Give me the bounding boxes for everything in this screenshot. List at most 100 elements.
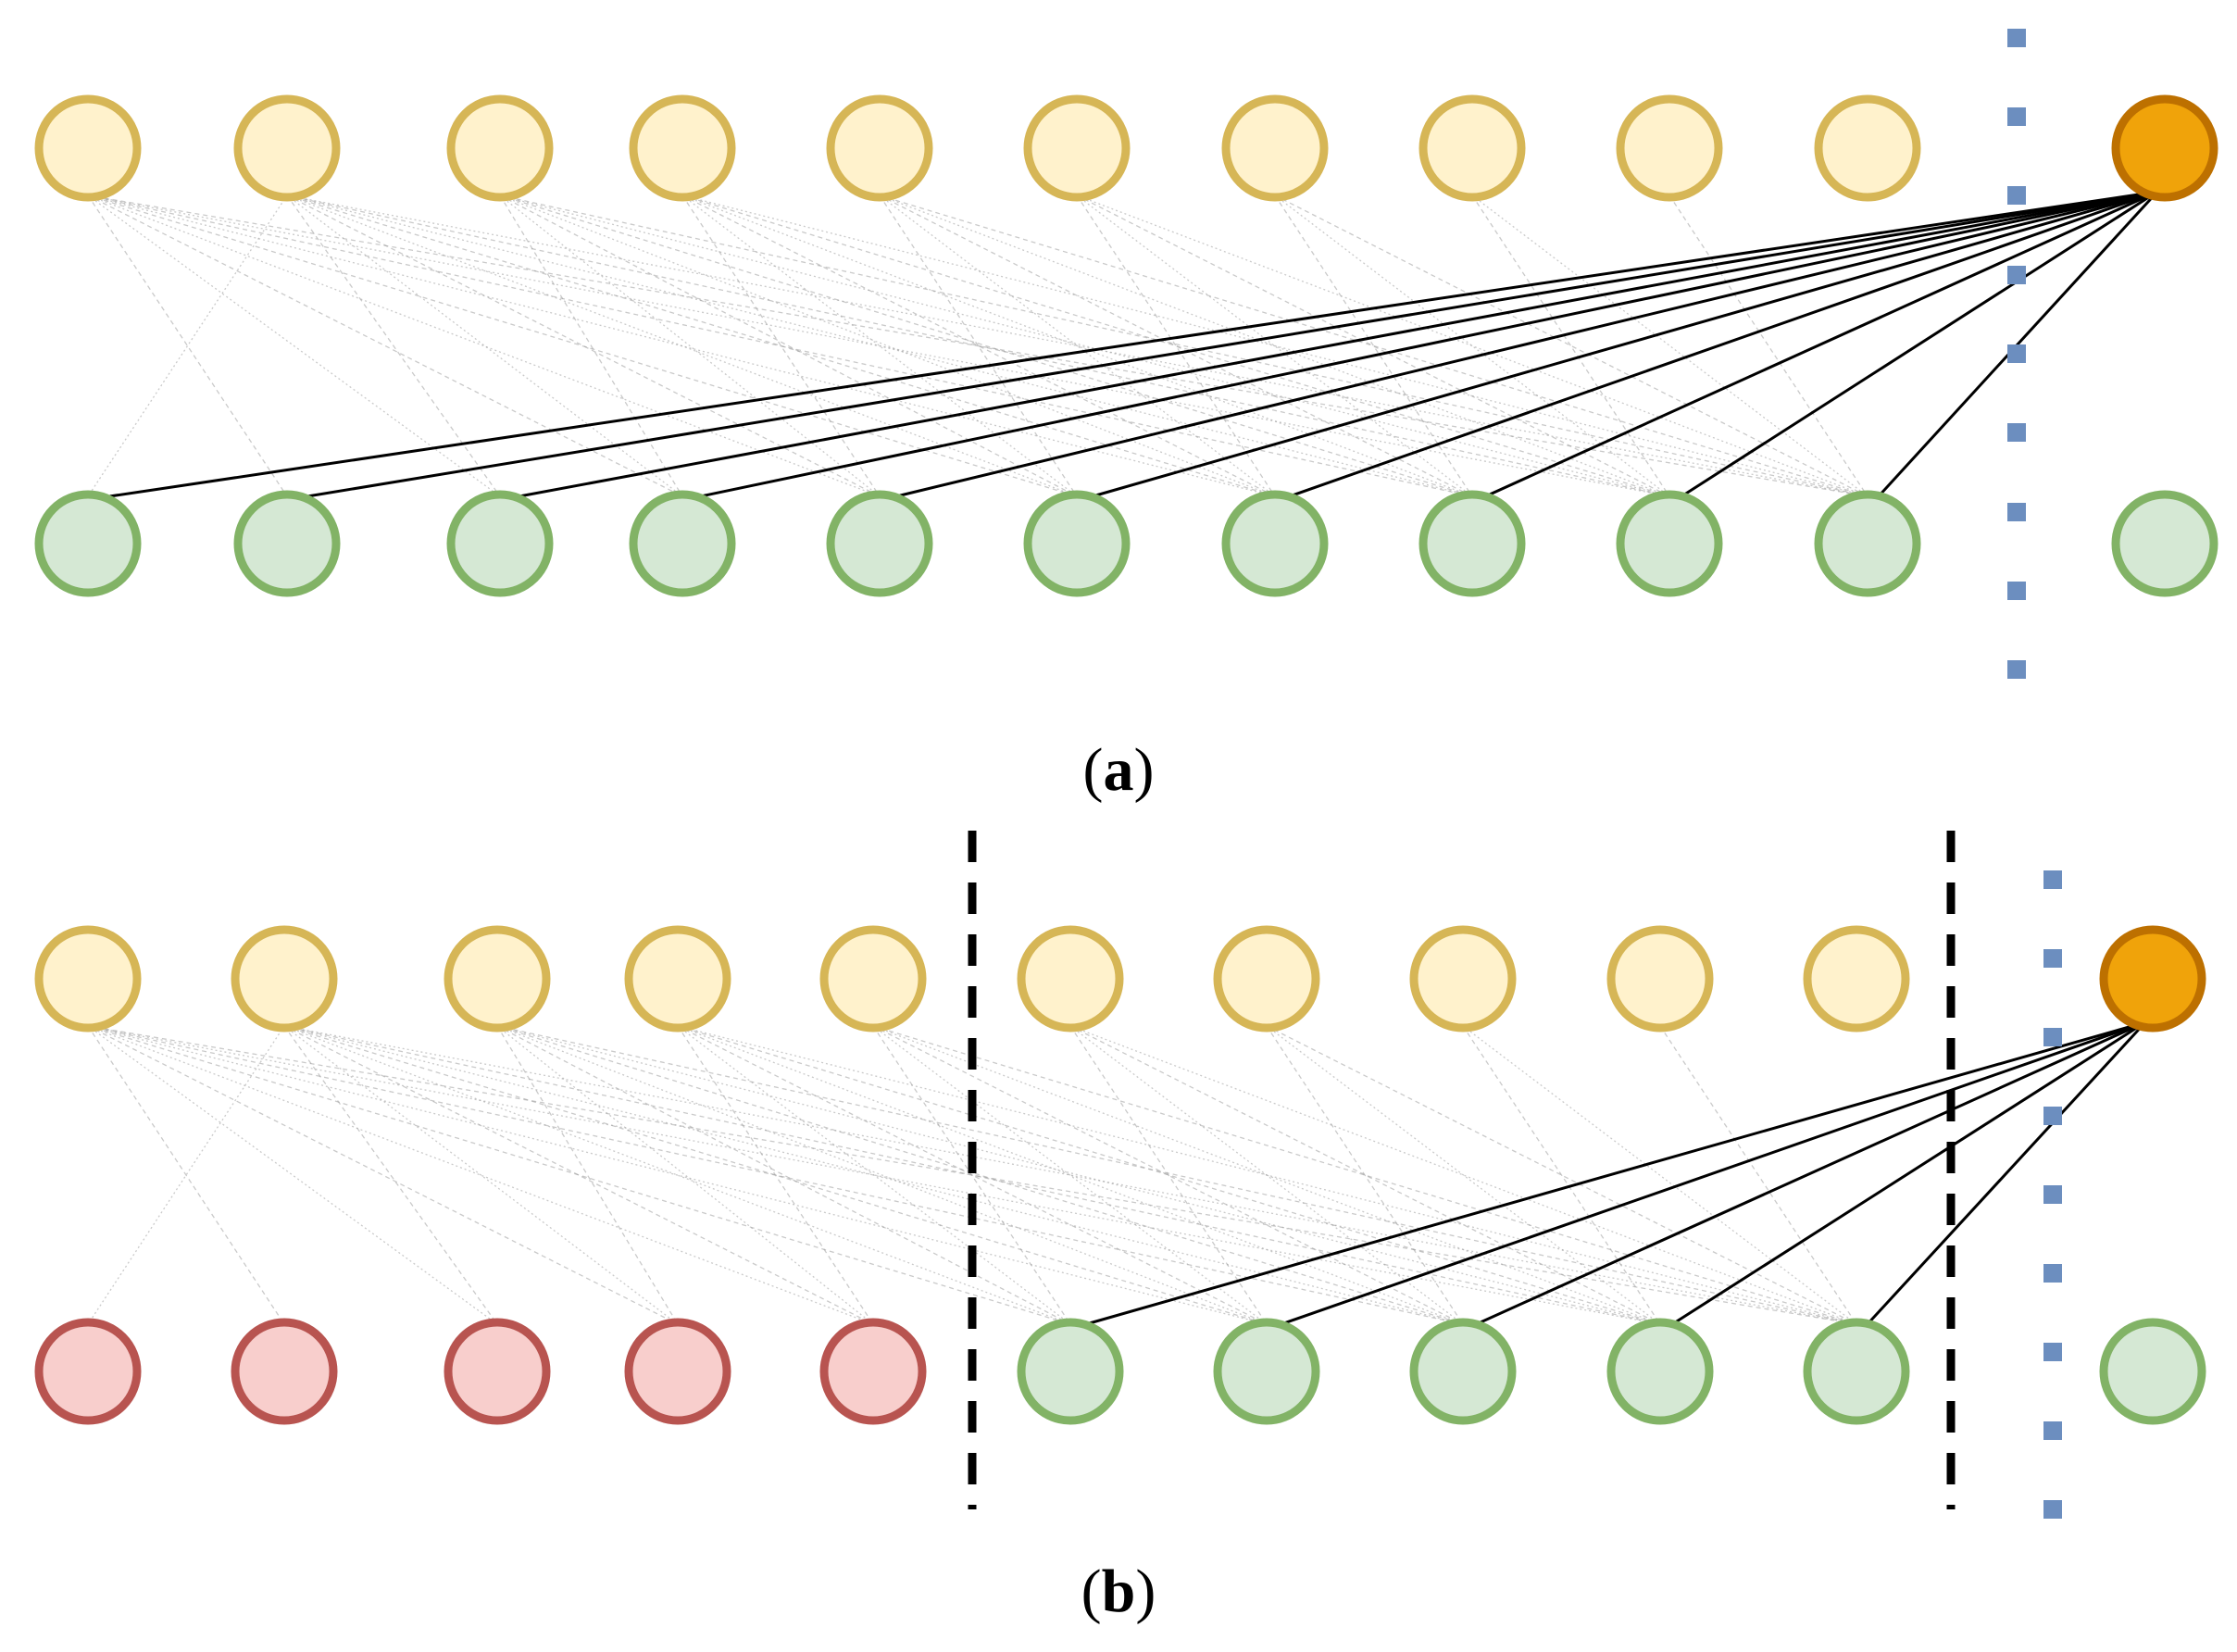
top-node [1814,94,1921,202]
bottom-node [1023,490,1131,597]
panel-a-faint-edges [87,194,1868,497]
bottom-node [1418,490,1526,597]
blue-dot [2007,582,2026,600]
blue-dot [2043,870,2062,889]
panel-b-caption: (b) [1081,1558,1156,1625]
blue-dot [2007,266,2026,284]
strong-edge [508,190,2158,500]
strong-edge [1481,190,2158,500]
faint-edge [677,1025,1661,1325]
panel-a-nodes [34,94,2218,597]
faint-edge [1462,1025,1661,1325]
top-node [1803,925,1910,1032]
faint-edge [1471,194,1670,497]
bottom-node [34,490,142,597]
faint-edge [1069,1025,1661,1325]
strong-edge [888,190,2158,500]
top-node [1017,925,1124,1032]
faint-edge [87,194,501,497]
masked-bottom-node [819,1318,927,1425]
faint-edge [1668,194,1868,497]
faint-edge [496,1025,1464,1325]
bottom-node [826,490,933,597]
faint-edge [1274,194,1868,497]
faint-edge [499,194,1078,497]
faint-edge [1659,1025,1857,1325]
panel-b-caption-letter: b [1102,1558,1136,1625]
bottom-node [629,490,736,597]
panel-b-faint-edges [87,1025,1857,1325]
faint-edge [499,194,1473,497]
faint-edge [681,194,1276,497]
bottom-node [1616,490,1723,597]
bottom-node [446,490,554,597]
blue-dot [2007,503,2026,521]
faint-edge [499,194,1670,497]
faint-edge [496,1025,874,1325]
faint-edge [872,1025,1857,1325]
blue-dot [2007,29,2026,47]
panel-b-separators [968,831,2062,1519]
bottom-node [2111,490,2218,597]
panel-b: (b) [34,831,2206,1625]
faint-edge [283,1025,498,1325]
masked-bottom-node [34,1318,142,1425]
faint-edge [496,1025,1268,1325]
faint-edge [283,1025,874,1325]
bottom-node [1221,490,1329,597]
faint-edge [286,194,683,497]
blue-dot [2043,1500,2062,1519]
faint-edge [87,1025,1268,1325]
faint-edge [879,194,1670,497]
masked-bottom-node [231,1318,338,1425]
faint-edge [87,194,1473,497]
blue-dot [2043,1264,2062,1283]
panel-a-caption-letter: a [1104,736,1134,804]
faint-edge [496,1025,1857,1325]
top-node [624,925,731,1032]
blue-dot [2007,660,2026,679]
faint-edge [1462,1025,1857,1325]
faint-edge [1076,194,1868,497]
faint-edge [87,194,1078,497]
top-node [34,925,142,1032]
faint-edge [499,194,1868,497]
faint-edge [283,1025,1268,1325]
faint-edge [677,1025,1268,1325]
bottom-node [1606,1318,1714,1425]
blue-dot [2043,1185,2062,1204]
top-node [826,94,933,202]
bottom-node [1017,1318,1124,1425]
top-node [629,94,736,202]
faint-edge [499,194,1276,497]
faint-edge [1069,1025,1268,1325]
masked-bottom-node [444,1318,551,1425]
faint-edge [1076,194,1670,497]
blue-dot [2007,186,2026,205]
faint-edge [283,1025,1857,1325]
faint-edge [87,194,1868,497]
faint-edge [872,1025,1661,1325]
blue-dot [2007,107,2026,126]
top-node [1418,94,1526,202]
faint-edge [87,1025,1661,1325]
faint-edge [286,194,501,497]
top-node [819,925,927,1032]
faint-edge [677,1025,1464,1325]
strong-edge [1668,1020,2146,1328]
top-node [1409,925,1517,1032]
faint-edge [87,1025,498,1325]
masked-bottom-node [624,1318,731,1425]
faint-edge [283,1025,1071,1325]
faint-edge [499,194,683,497]
blue-dot [2043,1107,2062,1125]
faint-edge [872,1025,1071,1325]
strong-edge [691,190,2158,500]
strong-edge [1275,1020,2146,1328]
faint-edge [87,1025,285,1325]
strong-edge [1678,190,2158,500]
faint-edge [496,1025,679,1325]
faint-edge [1274,194,1473,497]
faint-edge [87,194,1670,497]
